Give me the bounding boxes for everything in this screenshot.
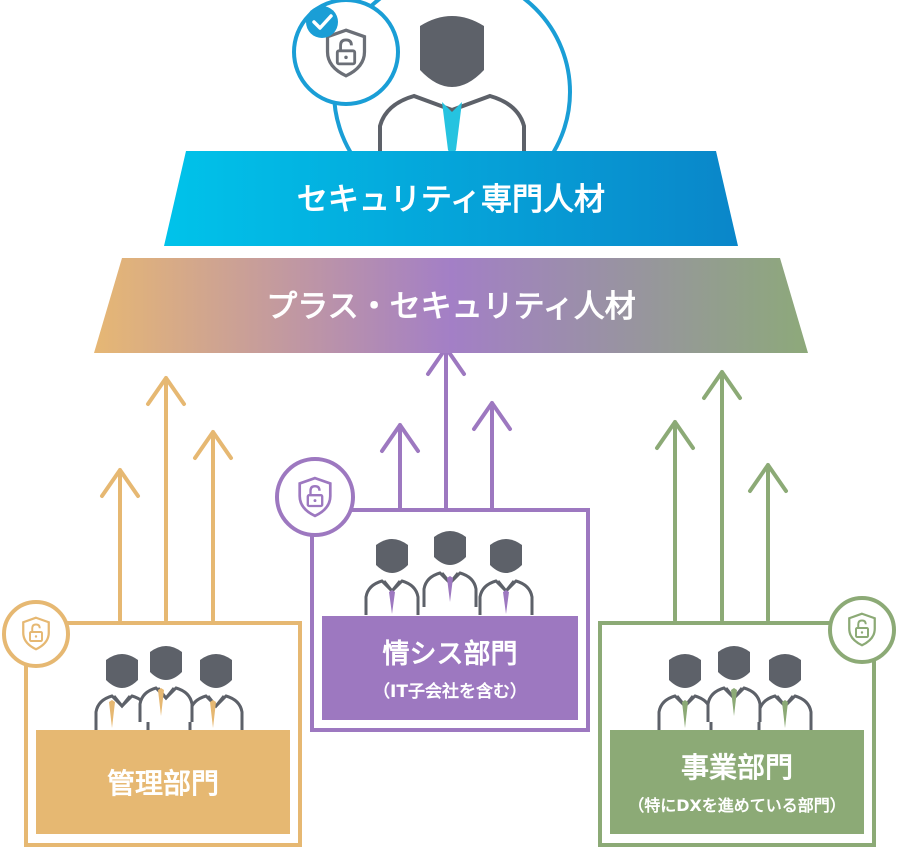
management-label: 管理部門 [107, 767, 219, 800]
it-label: 情シス部門 [383, 638, 518, 670]
arrows-it [382, 348, 510, 508]
dept-business: 事業部門 （特にDXを進めている部門） [600, 598, 894, 845]
management-shield-badge [4, 602, 68, 666]
tier-middle-label: プラス・セキュリティ人材 [266, 289, 636, 325]
business-sublabel: （特にDXを進めている部門） [628, 796, 846, 815]
it-sublabel: （IT子会社を含む） [373, 681, 527, 702]
dept-management: 管理部門 [4, 602, 300, 845]
it-shield-badge [277, 459, 353, 535]
business-shield-badge [830, 598, 894, 662]
tier-top-label: セキュリティ専門人材 [297, 182, 605, 218]
expert-shield-badge [294, 0, 398, 104]
arrows-business [657, 372, 786, 620]
business-label: 事業部門 [681, 751, 793, 784]
check-badge [306, 6, 338, 38]
dept-it: 情シス部門 （IT子会社を含む） [277, 459, 588, 730]
arrows-management [102, 378, 231, 620]
